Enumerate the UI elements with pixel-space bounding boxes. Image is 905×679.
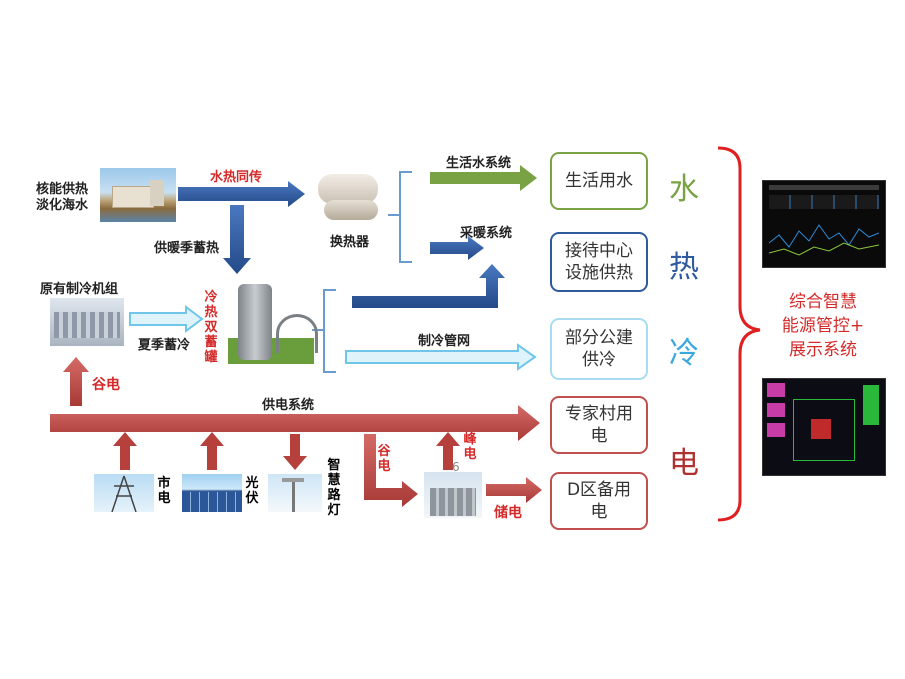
- nuclear-label: 核能供热 淡化海水: [36, 182, 89, 213]
- storage-power-label: 储电: [494, 505, 522, 521]
- city-power-arrow: [113, 432, 137, 470]
- tank-bracket: [323, 289, 336, 373]
- valley-power-up-arrow: [63, 357, 89, 406]
- summer-cold-arrow: [129, 305, 204, 333]
- target-zone-d-backup-power: D区备用 电: [550, 472, 648, 530]
- target-reception-heating: 接待中心 设施供热: [550, 232, 648, 292]
- solar-photo: [182, 474, 242, 512]
- storage-power-arrow: [486, 477, 542, 503]
- street-lamp-arrow: [283, 434, 307, 470]
- city-power-label: 市 电: [157, 476, 171, 506]
- solar-arrow: [200, 432, 224, 470]
- storage-tank-photo: [222, 280, 320, 366]
- exchanger-bracket: [399, 171, 412, 263]
- dashboard-screenshot-1: [762, 180, 886, 268]
- peak-power-arrow: [436, 432, 460, 470]
- target-expert-village-power: 专家村用 电: [550, 396, 648, 454]
- target-public-cooling: 部分公建 供冷: [550, 318, 648, 380]
- storage-station-photo: [424, 472, 482, 518]
- street-lamp-photo: [268, 474, 322, 512]
- category-cold: 冷: [669, 336, 699, 371]
- valley-power-left-label: 谷电: [92, 377, 120, 393]
- peak-power-label: 峰 电: [463, 432, 477, 462]
- street-lamp-label: 智 慧 路 灯: [327, 458, 341, 518]
- category-heat: 热: [669, 250, 699, 285]
- chiller-photo: [50, 298, 124, 346]
- water-heat-arrow: [178, 181, 305, 207]
- power-system-arrow: [50, 405, 540, 441]
- cooling-network-label: 制冷管网: [418, 334, 471, 349]
- valley-power-mid-label: 谷 电: [377, 444, 391, 474]
- heat-exchanger-photo: [314, 166, 388, 226]
- cooling-network-arrow: [345, 343, 537, 371]
- valley-power-mid-arrow: [364, 434, 418, 507]
- dashboard-screenshot-2: [762, 378, 886, 476]
- power-system-label: 供电系统: [262, 398, 315, 413]
- domestic-water-label: 生活水系统: [446, 156, 512, 171]
- water-heat-label: 水热同传: [210, 170, 263, 185]
- heating-storage-arrow: [223, 205, 251, 274]
- small-number: 6: [452, 460, 460, 474]
- heating-system-label: 采暖系统: [460, 226, 513, 241]
- heating-storage-label: 供暖季蓄热: [154, 241, 220, 256]
- domestic-water-arrow: [430, 165, 537, 191]
- solar-label: 光 伏: [245, 476, 259, 506]
- target-domestic-water: 生活用水: [550, 152, 648, 210]
- category-water: 水: [669, 172, 699, 207]
- heat-exchanger-label: 换热器: [330, 235, 370, 250]
- city-power-photo: [94, 474, 154, 512]
- chiller-label: 原有制冷机组: [40, 282, 119, 297]
- nuclear-photo: [100, 168, 176, 222]
- category-power: 电: [669, 446, 699, 481]
- control-brace: [717, 146, 761, 522]
- control-system-label: 综合智慧 能源管控+ 展示系统: [781, 292, 865, 360]
- summer-cold-label: 夏季蓄冷: [138, 338, 191, 353]
- tank-label: 冷 热 双 蓄 罐: [204, 290, 218, 365]
- heating-system-arrow: [430, 236, 484, 260]
- tank-to-heating-arrow: [352, 264, 505, 308]
